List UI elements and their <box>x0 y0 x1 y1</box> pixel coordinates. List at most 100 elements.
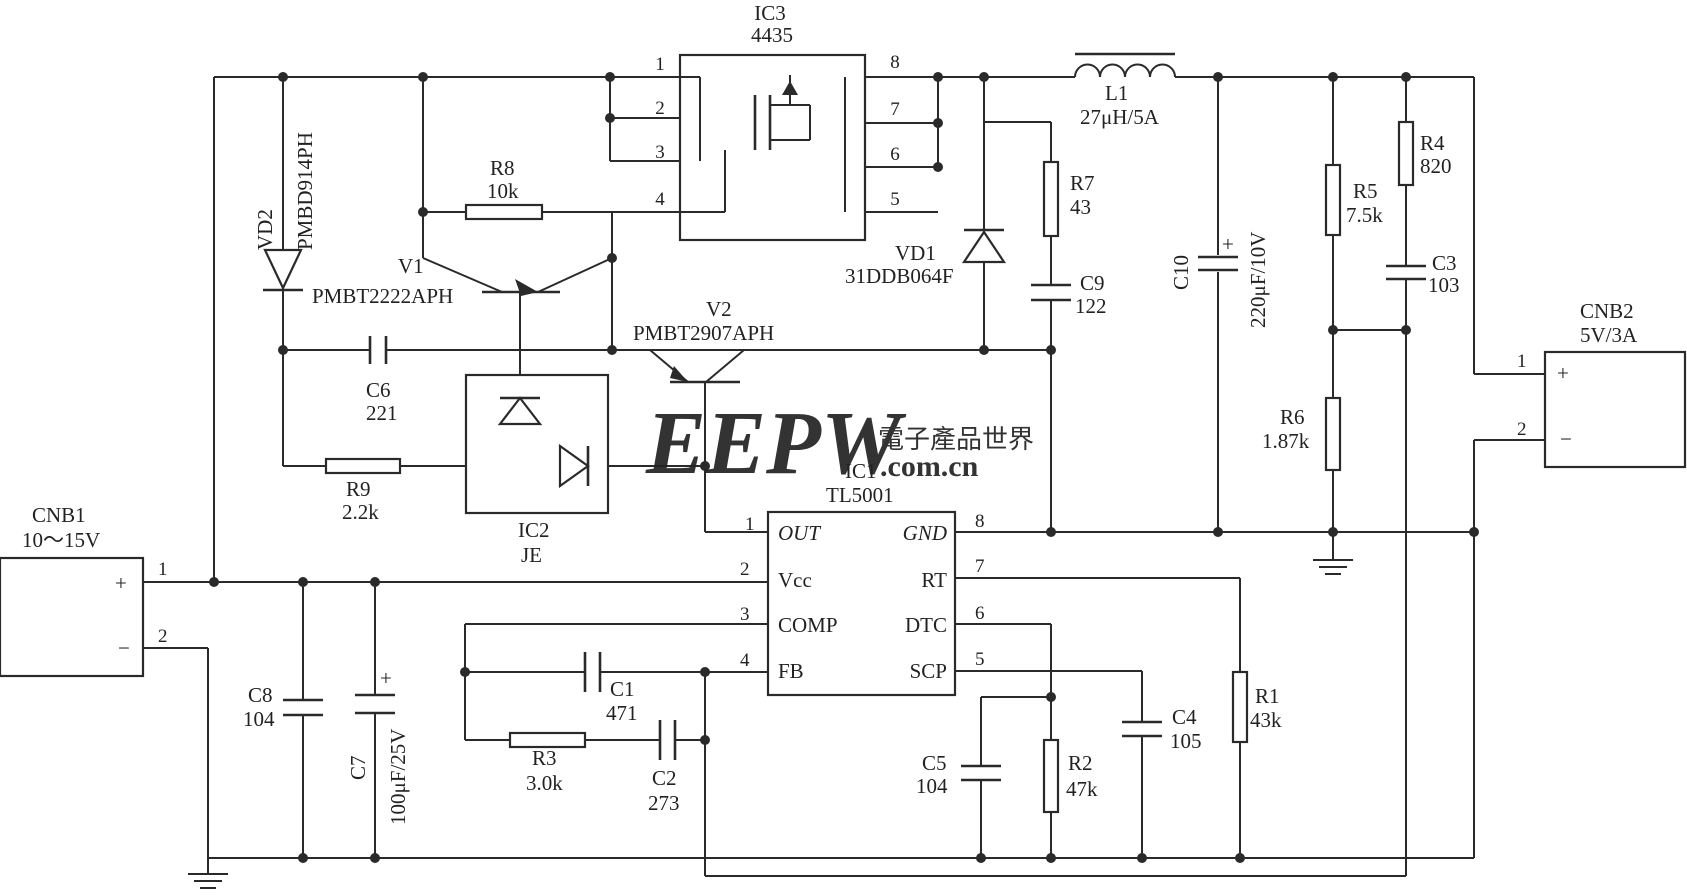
c2-ref: C2 <box>652 766 677 790</box>
vd2-part: PMBD914PH <box>293 132 317 250</box>
r1-resistor <box>1231 670 1249 744</box>
cnb2-plus: + <box>1557 361 1569 385</box>
c2-capacitor <box>658 720 677 760</box>
svg-text:2: 2 <box>740 559 750 580</box>
svg-text:6: 6 <box>890 144 900 165</box>
svg-text:6: 6 <box>975 603 985 624</box>
ic1-part: TL5001 <box>826 483 894 507</box>
svg-text:OUT: OUT <box>778 521 821 545</box>
c3-capacitor <box>1386 264 1426 281</box>
vd2-diode <box>263 248 303 292</box>
c6-capacitor <box>368 336 388 364</box>
cnb1-pin1: 1 <box>158 559 168 580</box>
svg-text:8: 8 <box>975 511 985 532</box>
cnb1-minus: − <box>118 636 130 660</box>
svg-text:3: 3 <box>740 604 750 625</box>
c1-ref: C1 <box>610 677 635 701</box>
vd1-part: 31DDB064F <box>845 264 954 288</box>
ic3-ref: IC3 <box>754 1 786 25</box>
c8-value: 104 <box>243 707 275 731</box>
c6-ref: C6 <box>366 378 391 402</box>
r5-ref: R5 <box>1353 179 1378 203</box>
junction-dots <box>209 72 1479 863</box>
r6-resistor <box>1324 396 1342 472</box>
ic3-mosfet: 1 2 3 4 8 7 6 5 <box>655 52 900 242</box>
svg-text:DTC: DTC <box>905 613 947 637</box>
vd1-ref: VD1 <box>895 241 936 265</box>
cnb1-ref: CNB1 <box>32 503 86 527</box>
r5-resistor <box>1324 163 1342 237</box>
cnb1-connector <box>0 556 145 678</box>
svg-text:COMP: COMP <box>778 613 838 637</box>
r8-ref: R8 <box>490 156 515 180</box>
c8-ref: C8 <box>248 683 273 707</box>
c9-value: 122 <box>1075 294 1107 318</box>
c10-value: 220μF/10V <box>1246 232 1270 328</box>
r5-value: 7.5k <box>1346 203 1383 227</box>
cnb1-rating: 10～15V <box>22 528 100 552</box>
r3-value: 3.0k <box>526 771 563 795</box>
v2-part: PMBT2907APH <box>633 321 774 345</box>
v1-part: PMBT2222APH <box>312 284 453 308</box>
c7-plus: + <box>380 666 392 690</box>
cnb2-pin1: 1 <box>1517 351 1527 372</box>
r1-value: 43k <box>1250 708 1282 732</box>
v1-ref: V1 <box>398 254 424 278</box>
vd2-ref: VD2 <box>253 209 277 250</box>
r6-ref: R6 <box>1280 405 1305 429</box>
c7-value: 100μF/25V <box>386 729 410 825</box>
l1-ref: L1 <box>1105 81 1128 105</box>
l1-inductor <box>1074 52 1176 78</box>
cnb2-connector <box>1543 350 1687 469</box>
svg-text:4: 4 <box>655 189 665 210</box>
r1-ref: R1 <box>1255 684 1280 708</box>
c9-capacitor <box>1031 283 1071 302</box>
svg-text:SCP: SCP <box>910 659 947 683</box>
r7-ref: R7 <box>1070 171 1095 195</box>
svg-text:5: 5 <box>890 189 900 210</box>
svg-text:5: 5 <box>975 649 985 670</box>
svg-text:RT: RT <box>921 568 947 592</box>
watermark-brand: EEPW <box>645 394 907 493</box>
cnb2-rating: 5V/3A <box>1580 323 1638 347</box>
r9-value: 2.2k <box>342 500 379 524</box>
r3-ref: R3 <box>532 746 557 770</box>
cnb2-minus: − <box>1560 427 1572 451</box>
c8-capacitor <box>283 698 323 717</box>
c3-ref: C3 <box>1432 251 1457 275</box>
l1-value: 27μH/5A <box>1080 105 1160 129</box>
c3-value: 103 <box>1428 273 1460 297</box>
svg-text:1: 1 <box>655 54 665 75</box>
r7-resistor <box>1042 160 1060 238</box>
c5-value: 104 <box>916 774 948 798</box>
r2-value: 47k <box>1066 777 1098 801</box>
svg-text:2: 2 <box>655 98 665 119</box>
ground-symbol-left <box>188 858 228 889</box>
c7-capacitor <box>355 693 395 715</box>
ic2-module <box>464 373 610 515</box>
svg-text:FB: FB <box>778 659 804 683</box>
c10-capacitor <box>1198 255 1238 272</box>
c5-ref: C5 <box>922 751 947 775</box>
svg-text:Vcc: Vcc <box>778 568 812 592</box>
ic2-part: JE <box>521 543 542 567</box>
c7-ref: C7 <box>346 755 370 780</box>
c1-value: 471 <box>606 701 638 725</box>
svg-text:7: 7 <box>890 99 900 120</box>
c5-capacitor <box>961 764 1001 782</box>
c4-capacitor <box>1122 720 1162 738</box>
c10-plus: + <box>1222 232 1234 256</box>
v1-transistor <box>482 279 560 296</box>
r2-resistor <box>1042 738 1060 814</box>
c4-value: 105 <box>1170 729 1202 753</box>
c6-value: 221 <box>366 401 398 425</box>
r9-resistor <box>324 457 402 475</box>
ic1-controller: 1 2 3 4 8 7 6 5 OUT Vcc COMP FB GND RT D… <box>740 510 985 697</box>
svg-text:8: 8 <box>890 52 900 73</box>
eepw-watermark-logo: EEPW 電子產品世界 .com.cn <box>645 394 1034 493</box>
ic2-ref: IC2 <box>518 518 550 542</box>
v2-transistor <box>670 366 740 384</box>
r3-resistor <box>508 731 587 749</box>
svg-text:1: 1 <box>745 514 755 535</box>
